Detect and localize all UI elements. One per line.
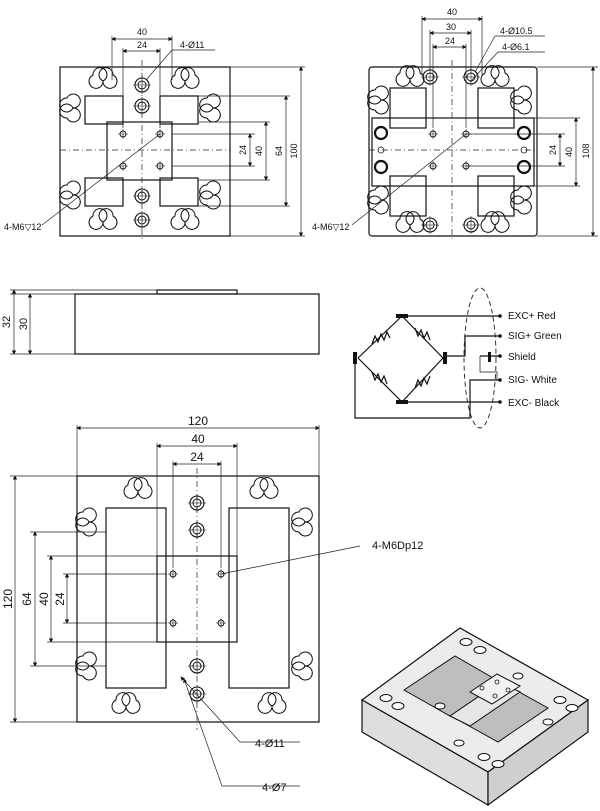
wire-label: Shield: [508, 352, 536, 363]
top-right-view: 40 30 24 4-Ø10.5 4-Ø6.1 24 40 108 4-M6▽1…: [312, 7, 598, 240]
isometric-view: [360, 627, 590, 807]
dim-label: 24: [137, 40, 147, 50]
wire-label: EXC- Black: [508, 398, 560, 409]
slot: [170, 208, 200, 230]
callout: 4-Ø6.1: [502, 42, 530, 52]
dim-label: 40: [191, 432, 205, 446]
wire-label: SIG+ Green: [508, 331, 562, 342]
counterbore-hole: [420, 67, 440, 87]
slot: [249, 477, 279, 499]
dim-label: 32: [1, 316, 13, 328]
mounting-hole: [373, 159, 389, 175]
dim-label: 108: [581, 143, 591, 158]
center-bar: [371, 117, 535, 187]
wire-label: EXC+ Red: [508, 311, 556, 322]
slot: [199, 180, 221, 210]
callout: 4-Ø7: [262, 782, 286, 794]
dim-label: 24: [548, 145, 558, 155]
counterbore-hole: [461, 215, 481, 235]
outline: [59, 66, 231, 237]
pocket: [84, 177, 124, 207]
dim-label: 40: [37, 592, 51, 606]
slot: [59, 93, 81, 123]
dim-label: 40: [254, 146, 264, 156]
dim-label: 120: [1, 589, 15, 609]
dim-label: 40: [137, 27, 147, 37]
slot: [111, 692, 141, 714]
slot: [480, 65, 510, 87]
resistor: [371, 330, 391, 345]
pocket: [389, 87, 427, 129]
side-face: [487, 698, 589, 807]
mounting-hole: [373, 125, 389, 141]
dim-label: 24: [53, 592, 67, 606]
pocket: [159, 177, 199, 207]
outline: [368, 66, 538, 237]
slot: [395, 65, 425, 87]
pocket: [159, 95, 199, 125]
slot: [291, 651, 313, 681]
callout: 4-Ø11: [255, 738, 285, 750]
threaded-hole: [427, 128, 439, 140]
callout: 4-Ø11: [180, 40, 204, 50]
slot: [291, 507, 313, 537]
pocket: [477, 87, 515, 129]
dim-label: 24: [445, 36, 455, 46]
callout: 4-M6Dp12: [372, 540, 423, 552]
slot: [480, 211, 510, 233]
pocket: [84, 95, 124, 125]
threaded-hole: [427, 160, 439, 172]
pocket: [105, 507, 167, 689]
mounting-hole: [516, 159, 532, 175]
dim-label: 24: [190, 450, 204, 464]
callout: 4-M6▽12: [312, 222, 349, 232]
cable-shield: [463, 287, 497, 429]
threaded-hole: [117, 128, 129, 140]
dim-label: 24: [238, 145, 248, 155]
slot: [367, 85, 389, 115]
resistor: [414, 327, 431, 341]
resistor: [371, 371, 388, 385]
raised-block: [156, 289, 238, 295]
dim-label: 40: [564, 147, 574, 157]
dim-label: 100: [289, 143, 299, 158]
threaded-hole: [167, 568, 179, 580]
main-view: 120 40 24 120 64 40 24 4-M6Dp12 4-Ø11: [1, 414, 423, 794]
top-left-view: 40 24 4-Ø11 24 40 64 100 4-M6▽12: [4, 27, 305, 240]
counterbore-hole: [420, 215, 440, 235]
slot: [59, 180, 81, 210]
slot: [88, 67, 118, 89]
pocket: [389, 175, 427, 217]
slot: [88, 208, 118, 230]
threaded-hole: [154, 160, 166, 172]
slot: [123, 477, 153, 499]
dim-label: 120: [188, 414, 208, 428]
side-view: 32 30: [1, 289, 320, 355]
threaded-hole: [215, 617, 227, 629]
counterbore-hole: [461, 67, 481, 87]
wire-label: SIG- White: [508, 375, 557, 386]
slot: [395, 211, 425, 233]
pocket: [477, 175, 515, 217]
pocket: [228, 507, 290, 689]
callout: 4-Ø10.5: [500, 26, 533, 36]
slot: [199, 93, 221, 123]
callout: 4-M6▽12: [4, 222, 41, 232]
outline: [76, 475, 320, 723]
slot: [257, 692, 287, 714]
body-profile: [74, 293, 320, 355]
dim-label: 30: [446, 22, 456, 32]
dim-label: 64: [274, 146, 284, 156]
resistor: [414, 375, 431, 389]
wiring-diagram: EXC+ Red SIG+ Green Shield SIG- White EX…: [353, 287, 562, 429]
dim-label: 30: [18, 318, 30, 330]
slot: [170, 67, 200, 89]
dim-label: 40: [447, 7, 457, 17]
mounting-hole: [516, 125, 532, 141]
threaded-hole: [167, 617, 179, 629]
center-block: [106, 121, 173, 181]
dim-label: 64: [20, 592, 34, 606]
